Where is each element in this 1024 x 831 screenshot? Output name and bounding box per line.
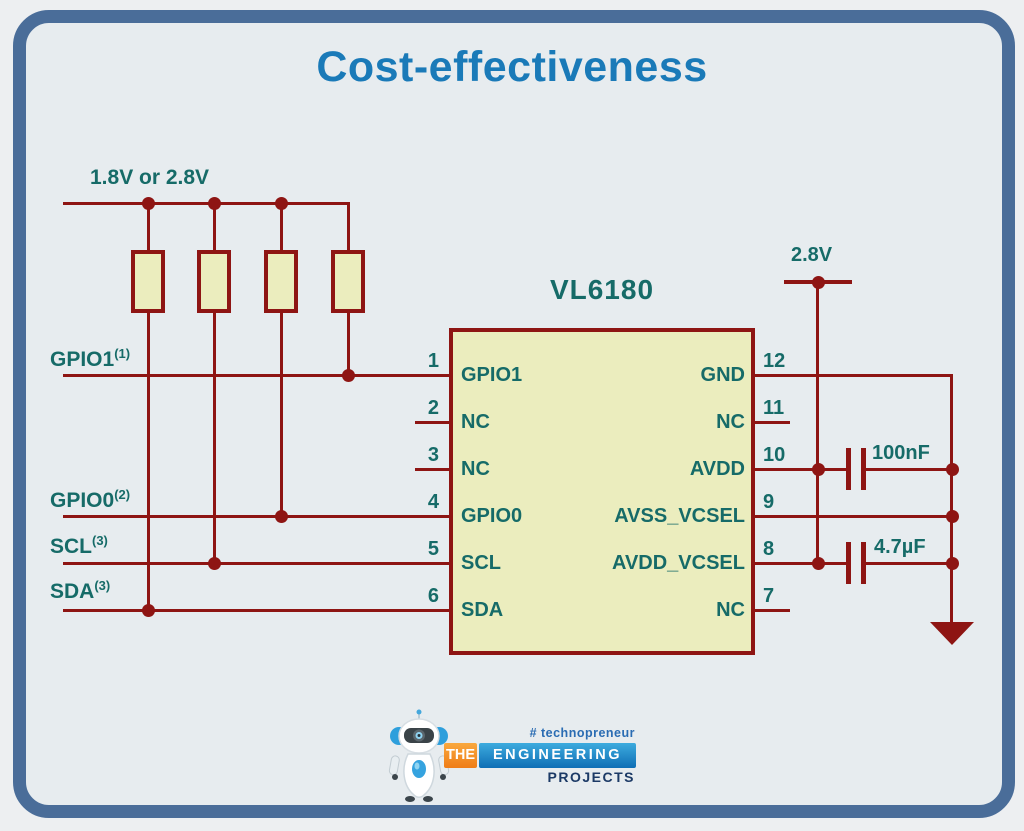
pin-number: 2	[427, 397, 439, 419]
wire	[280, 313, 283, 516]
wire	[63, 609, 449, 612]
junction-dot	[812, 463, 825, 476]
pullup-resistor	[331, 250, 365, 313]
wire	[63, 515, 449, 518]
junction-dot	[142, 604, 155, 617]
wire	[866, 468, 953, 471]
junction-dot	[946, 463, 959, 476]
junction-dot	[208, 557, 221, 570]
ic-pin-label: AVDD_VCSEL	[612, 552, 745, 574]
capacitor-plate	[861, 542, 866, 584]
pin-number: 9	[763, 491, 775, 513]
ic-pin-label: NC	[461, 458, 490, 480]
pin-number: 11	[763, 397, 785, 419]
ic-pin-label: AVDD	[689, 458, 745, 480]
supply-right-label: 2.8V	[791, 244, 833, 266]
pin-number: 6	[427, 585, 439, 607]
ic-pin-label: NC	[461, 411, 490, 433]
wire	[866, 562, 953, 565]
robot-mascot-icon	[388, 709, 450, 802]
capacitor-value: 100nF	[872, 442, 930, 464]
logo-engineering-badge: ENGINEERING	[479, 743, 636, 768]
pin-number: 5	[427, 538, 439, 560]
pullup-resistor	[131, 250, 165, 313]
net-note: (3)	[92, 533, 108, 548]
pin-number: 8	[763, 538, 775, 560]
wire	[755, 609, 790, 612]
pin-number: 10	[763, 444, 786, 466]
logo-tagline: # technopreneur	[529, 726, 635, 740]
capacitor-plate	[846, 448, 851, 490]
junction-dot	[275, 510, 288, 523]
capacitor-value: 4.7µF	[874, 536, 926, 558]
net-label-gpio0: GPIO0(2)	[50, 487, 131, 512]
wire	[213, 203, 216, 250]
junction-dot	[812, 557, 825, 570]
pullup-resistor	[197, 250, 231, 313]
ground-symbol	[930, 622, 974, 645]
capacitor-plate	[846, 542, 851, 584]
net-label-gpio1: GPIO1(1)	[50, 346, 131, 371]
wire	[63, 202, 350, 205]
supply-rail-label: 1.8V or 2.8V	[90, 166, 210, 189]
junction-dot	[946, 510, 959, 523]
ic-pin-label: SCL	[461, 552, 501, 574]
ic-body	[449, 328, 755, 655]
wire	[347, 203, 350, 250]
wire	[755, 374, 953, 377]
logo-the-badge: THE	[444, 743, 477, 768]
pin-number: 4	[427, 491, 439, 513]
wire	[816, 282, 819, 563]
wire	[347, 313, 350, 375]
wire	[415, 421, 449, 424]
pin-number: 3	[427, 444, 439, 466]
net-name: SCL	[50, 535, 92, 558]
page-title: Cost-effectiveness	[316, 43, 708, 91]
logo-projects-label: PROJECTS	[547, 769, 635, 785]
ic-pin-label: AVSS_VCSEL	[614, 505, 745, 527]
net-note: (3)	[94, 578, 111, 593]
logo: # technopreneur THE ENGINEERING PROJECTS	[385, 705, 640, 805]
pin-number: 7	[763, 585, 775, 607]
net-note: (1)	[114, 346, 131, 361]
junction-dot	[342, 369, 355, 382]
ic-pin-label: NC	[716, 599, 745, 621]
wire	[147, 313, 150, 610]
net-note: (2)	[114, 487, 131, 502]
wire	[950, 374, 953, 622]
logo-badges: THE ENGINEERING	[444, 743, 636, 768]
pullup-resistor	[264, 250, 298, 313]
wire	[147, 203, 150, 250]
wire	[755, 468, 850, 471]
capacitor-plate	[861, 448, 866, 490]
net-label-scl: SCL(3)	[50, 533, 108, 558]
wire	[63, 562, 449, 565]
ic-pin-label: GPIO1	[461, 364, 523, 386]
pin-number: 1	[427, 350, 439, 372]
wire	[755, 421, 790, 424]
wire	[415, 468, 449, 471]
wire	[755, 515, 953, 518]
net-name: GPIO0	[50, 489, 115, 512]
ic-pin-label: GPIO0	[461, 505, 523, 527]
wire	[280, 203, 283, 250]
ic-pin-label: GND	[700, 364, 745, 386]
ic-pin-label: NC	[716, 411, 745, 433]
wire	[213, 313, 216, 563]
wire	[63, 374, 449, 377]
net-label-sda: SDA(3)	[50, 578, 111, 603]
net-name: GPIO1	[50, 348, 115, 371]
wire	[755, 562, 850, 565]
net-name: SDA	[50, 580, 95, 603]
ic-pin-label: SDA	[461, 599, 504, 621]
junction-dot	[946, 557, 959, 570]
ic-name: VL6180	[549, 274, 655, 305]
pin-number: 12	[763, 350, 786, 372]
